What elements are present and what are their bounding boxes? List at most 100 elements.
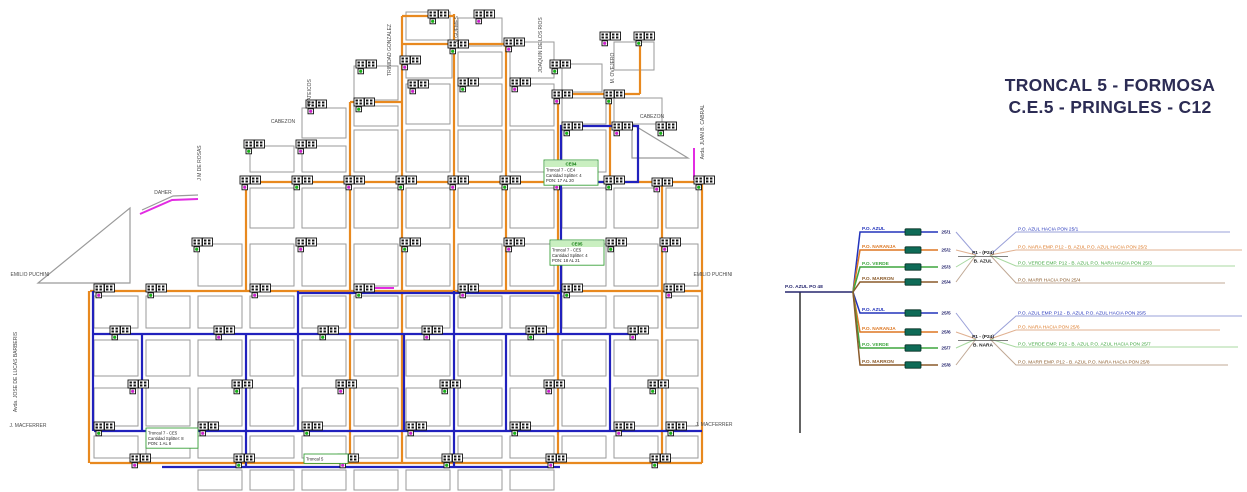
city-block (457, 51, 503, 79)
nap-box-icon (611, 121, 633, 137)
nap-box-icon (301, 421, 323, 437)
output-fiber-line (989, 231, 1230, 256)
nap-box-icon (659, 237, 681, 253)
branch-connector-line (955, 312, 977, 340)
nap-box-icon (603, 175, 625, 191)
nap-box-icon (649, 453, 671, 469)
annotation-header: CE05 (572, 242, 584, 247)
boundary-line (141, 194, 199, 211)
pon-number: 25/2 (941, 248, 951, 254)
pon-number: 25/3 (941, 265, 951, 271)
city-block (509, 243, 555, 287)
city-block (457, 295, 503, 329)
city-block (613, 295, 659, 329)
nap-box-icon (295, 237, 317, 253)
city-block (301, 145, 347, 173)
nap-box-icon (395, 175, 417, 191)
street-label: MATEICOS (307, 78, 313, 104)
city-block (249, 387, 295, 427)
city-block (145, 295, 191, 329)
nap-box-icon (473, 9, 495, 25)
title-line-1: TRONCAL 5 - FORMOSA (1004, 75, 1216, 95)
city-block (457, 187, 503, 229)
nap-box-icon (551, 89, 573, 105)
city-block (301, 469, 347, 491)
annotation-line: Troncal 5 (306, 456, 324, 461)
splice-closure-icon (904, 263, 922, 271)
nap-box-icon (427, 9, 449, 25)
city-block (561, 295, 607, 329)
output-label: P.O. AZUL EMP. P12 - B. AZUL P.O. AZUL H… (1018, 310, 1146, 316)
city-block (197, 469, 243, 491)
street-label: DAHER (154, 190, 172, 196)
output-fiber-line (989, 315, 1242, 340)
splitter-branch-label: P.O. VERDE (862, 261, 890, 267)
nap-box-icon (213, 325, 235, 341)
splice-closure-icon (904, 328, 922, 336)
city-block (353, 129, 399, 173)
nap-box-icon (447, 39, 469, 55)
branch-connector-line (955, 331, 977, 340)
output-fiber-line (989, 329, 1220, 340)
diagram-title: TRONCAL 5 - FORMOSA C.E.5 - PRINGLES - C… (978, 74, 1242, 118)
nap-box-icon (233, 453, 255, 469)
city-block (509, 187, 555, 229)
nap-box-icon (613, 421, 635, 437)
annotation-line: Troncal 7 - CE5 (552, 247, 582, 252)
city-block (613, 243, 659, 287)
city-block (509, 387, 555, 427)
nap-box-icon (231, 379, 253, 395)
nap-box-icon (447, 175, 469, 191)
city-block (561, 339, 607, 377)
title-line-2: C.E.5 - PRINGLES - C12 (1008, 97, 1212, 117)
annotation-line: Troncal 7 - CE4 (546, 167, 576, 172)
nap-box-icon (665, 421, 687, 437)
city-block (249, 295, 295, 329)
city-block (145, 339, 191, 377)
nap-box-icon (335, 379, 357, 395)
city-block (613, 387, 659, 427)
city-block (665, 187, 699, 229)
output-label: P.O. NARA EMP. P12 - B. AZUL P.O. AZUL H… (1018, 244, 1148, 250)
nap-box-icon (109, 325, 131, 341)
nap-box-icon (509, 77, 531, 93)
city-block (93, 339, 139, 377)
street-label: Avda. JOSE DE LUCAS BARBERIS (13, 331, 19, 412)
nap-box-icon (663, 283, 685, 299)
street-label: M. OVEJERO (610, 52, 616, 83)
city-block (145, 387, 191, 427)
city-block (561, 435, 607, 459)
nap-box-icon (647, 379, 669, 395)
city-block (613, 339, 659, 377)
output-label: P.O. VERDE EMP. P12 - B. AZUL P.O. AZUL … (1018, 341, 1151, 347)
splitter-node-subtitle: B. AZUL (974, 259, 993, 265)
output-fiber-line (989, 254, 1235, 267)
city-block (249, 243, 295, 287)
nap-box-icon (407, 79, 429, 95)
city-block (613, 97, 663, 125)
nap-box-icon (525, 325, 547, 341)
city-block (457, 243, 503, 287)
city-block (405, 435, 451, 459)
city-block (665, 435, 699, 459)
city-block (665, 339, 699, 377)
city-block (613, 435, 659, 459)
street-label: J. MACFERRER (696, 422, 733, 428)
nap-box-icon (243, 139, 265, 155)
city-block (613, 41, 655, 71)
splitter-branch-label: P.O. VERDE (862, 342, 890, 348)
city-block (457, 129, 503, 173)
nap-box-icon (353, 283, 375, 299)
city-block (509, 41, 555, 79)
annotation-line: Cantidad Splitter: 4 (552, 253, 588, 258)
city-block (665, 243, 699, 287)
city-block (405, 243, 451, 287)
nap-box-icon (295, 139, 317, 155)
cable-magenta (139, 198, 199, 215)
nap-box-icon (599, 31, 621, 47)
branch-fiber-line (852, 249, 938, 293)
city-block (665, 295, 699, 329)
nap-box-icon (399, 237, 421, 253)
